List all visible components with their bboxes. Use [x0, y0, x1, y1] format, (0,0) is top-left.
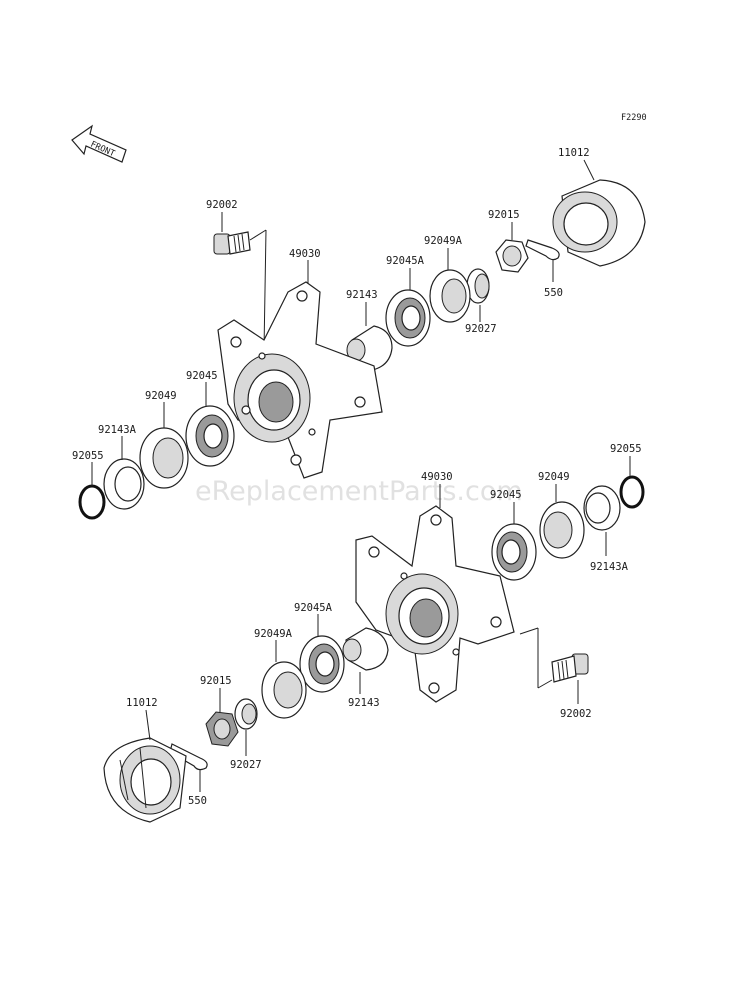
- label-92045-upper: 92045: [186, 370, 218, 382]
- label-92049A-lower: 92049A: [254, 628, 293, 640]
- label-92002-lower: 92002: [560, 708, 592, 720]
- label-92045A-lower: 92045A: [294, 602, 333, 614]
- distance-collar-upper: [346, 325, 393, 371]
- cotter-pin-lower: [169, 743, 208, 771]
- watermark-text: eReplacementParts.com: [195, 476, 523, 507]
- label-92055-upper: 92055: [72, 450, 104, 462]
- hub-upper: [217, 281, 383, 479]
- collar-lower-b: [583, 485, 621, 531]
- label-11012-lower: 11012: [126, 697, 158, 709]
- castle-nut-upper: [495, 239, 529, 273]
- hub-cap-upper: [552, 179, 646, 267]
- collar-lower: [234, 698, 258, 730]
- oil-seal-lower-a: [261, 661, 307, 719]
- collar-upper: [466, 268, 490, 304]
- label-92027-upper: 92027: [465, 323, 497, 335]
- label-92049-upper: 92049: [145, 390, 177, 402]
- label-49030-lower: 49030: [421, 471, 453, 483]
- label-92027-lower: 92027: [230, 759, 262, 771]
- hub-lower: [355, 505, 515, 703]
- label-11012-upper: 11012: [558, 147, 590, 159]
- ball-bearing-lower-b: [491, 523, 537, 581]
- label-92049A-upper: 92049A: [424, 235, 463, 247]
- label-92015-upper: 92015: [488, 209, 520, 221]
- label-92002-upper: 92002: [206, 199, 238, 211]
- label-92015-lower: 92015: [200, 675, 232, 687]
- diagram-code: F2290: [621, 113, 647, 123]
- ball-bearing-lower-a: [299, 635, 345, 693]
- label-49030-upper: 49030: [289, 248, 321, 260]
- oil-seal-lower-b: [539, 501, 585, 559]
- label-550-lower: 550: [188, 795, 207, 807]
- label-550-upper: 550: [544, 287, 563, 299]
- label-92143-upper: 92143: [346, 289, 378, 301]
- label-92055-lower: 92055: [610, 443, 642, 455]
- o-ring-lower: [619, 475, 645, 509]
- castle-nut-lower: [205, 711, 239, 747]
- label-92143A-lower: 92143A: [590, 561, 629, 573]
- cotter-pin-upper: [525, 239, 560, 261]
- label-92143-lower: 92143: [348, 697, 380, 709]
- hub-cap-lower: [103, 737, 187, 823]
- oil-seal-upper-a: [429, 269, 471, 323]
- front-arrow-icon: FRONT: [71, 124, 127, 163]
- ball-bearing-upper-b: [185, 405, 235, 467]
- label-92045A-upper: 92045A: [386, 255, 425, 267]
- stud-bolt-upper: [213, 231, 251, 255]
- label-92049-lower: 92049: [538, 471, 570, 483]
- distance-collar-lower: [342, 627, 389, 671]
- label-92143A-upper: 92143A: [98, 424, 137, 436]
- o-ring-upper: [78, 484, 106, 520]
- stud-bolt-lower: [551, 653, 589, 683]
- collar-upper-b: [103, 458, 145, 510]
- ball-bearing-upper-a: [385, 289, 431, 347]
- label-92045-lower: 92045: [490, 489, 522, 501]
- oil-seal-upper-b: [139, 427, 189, 489]
